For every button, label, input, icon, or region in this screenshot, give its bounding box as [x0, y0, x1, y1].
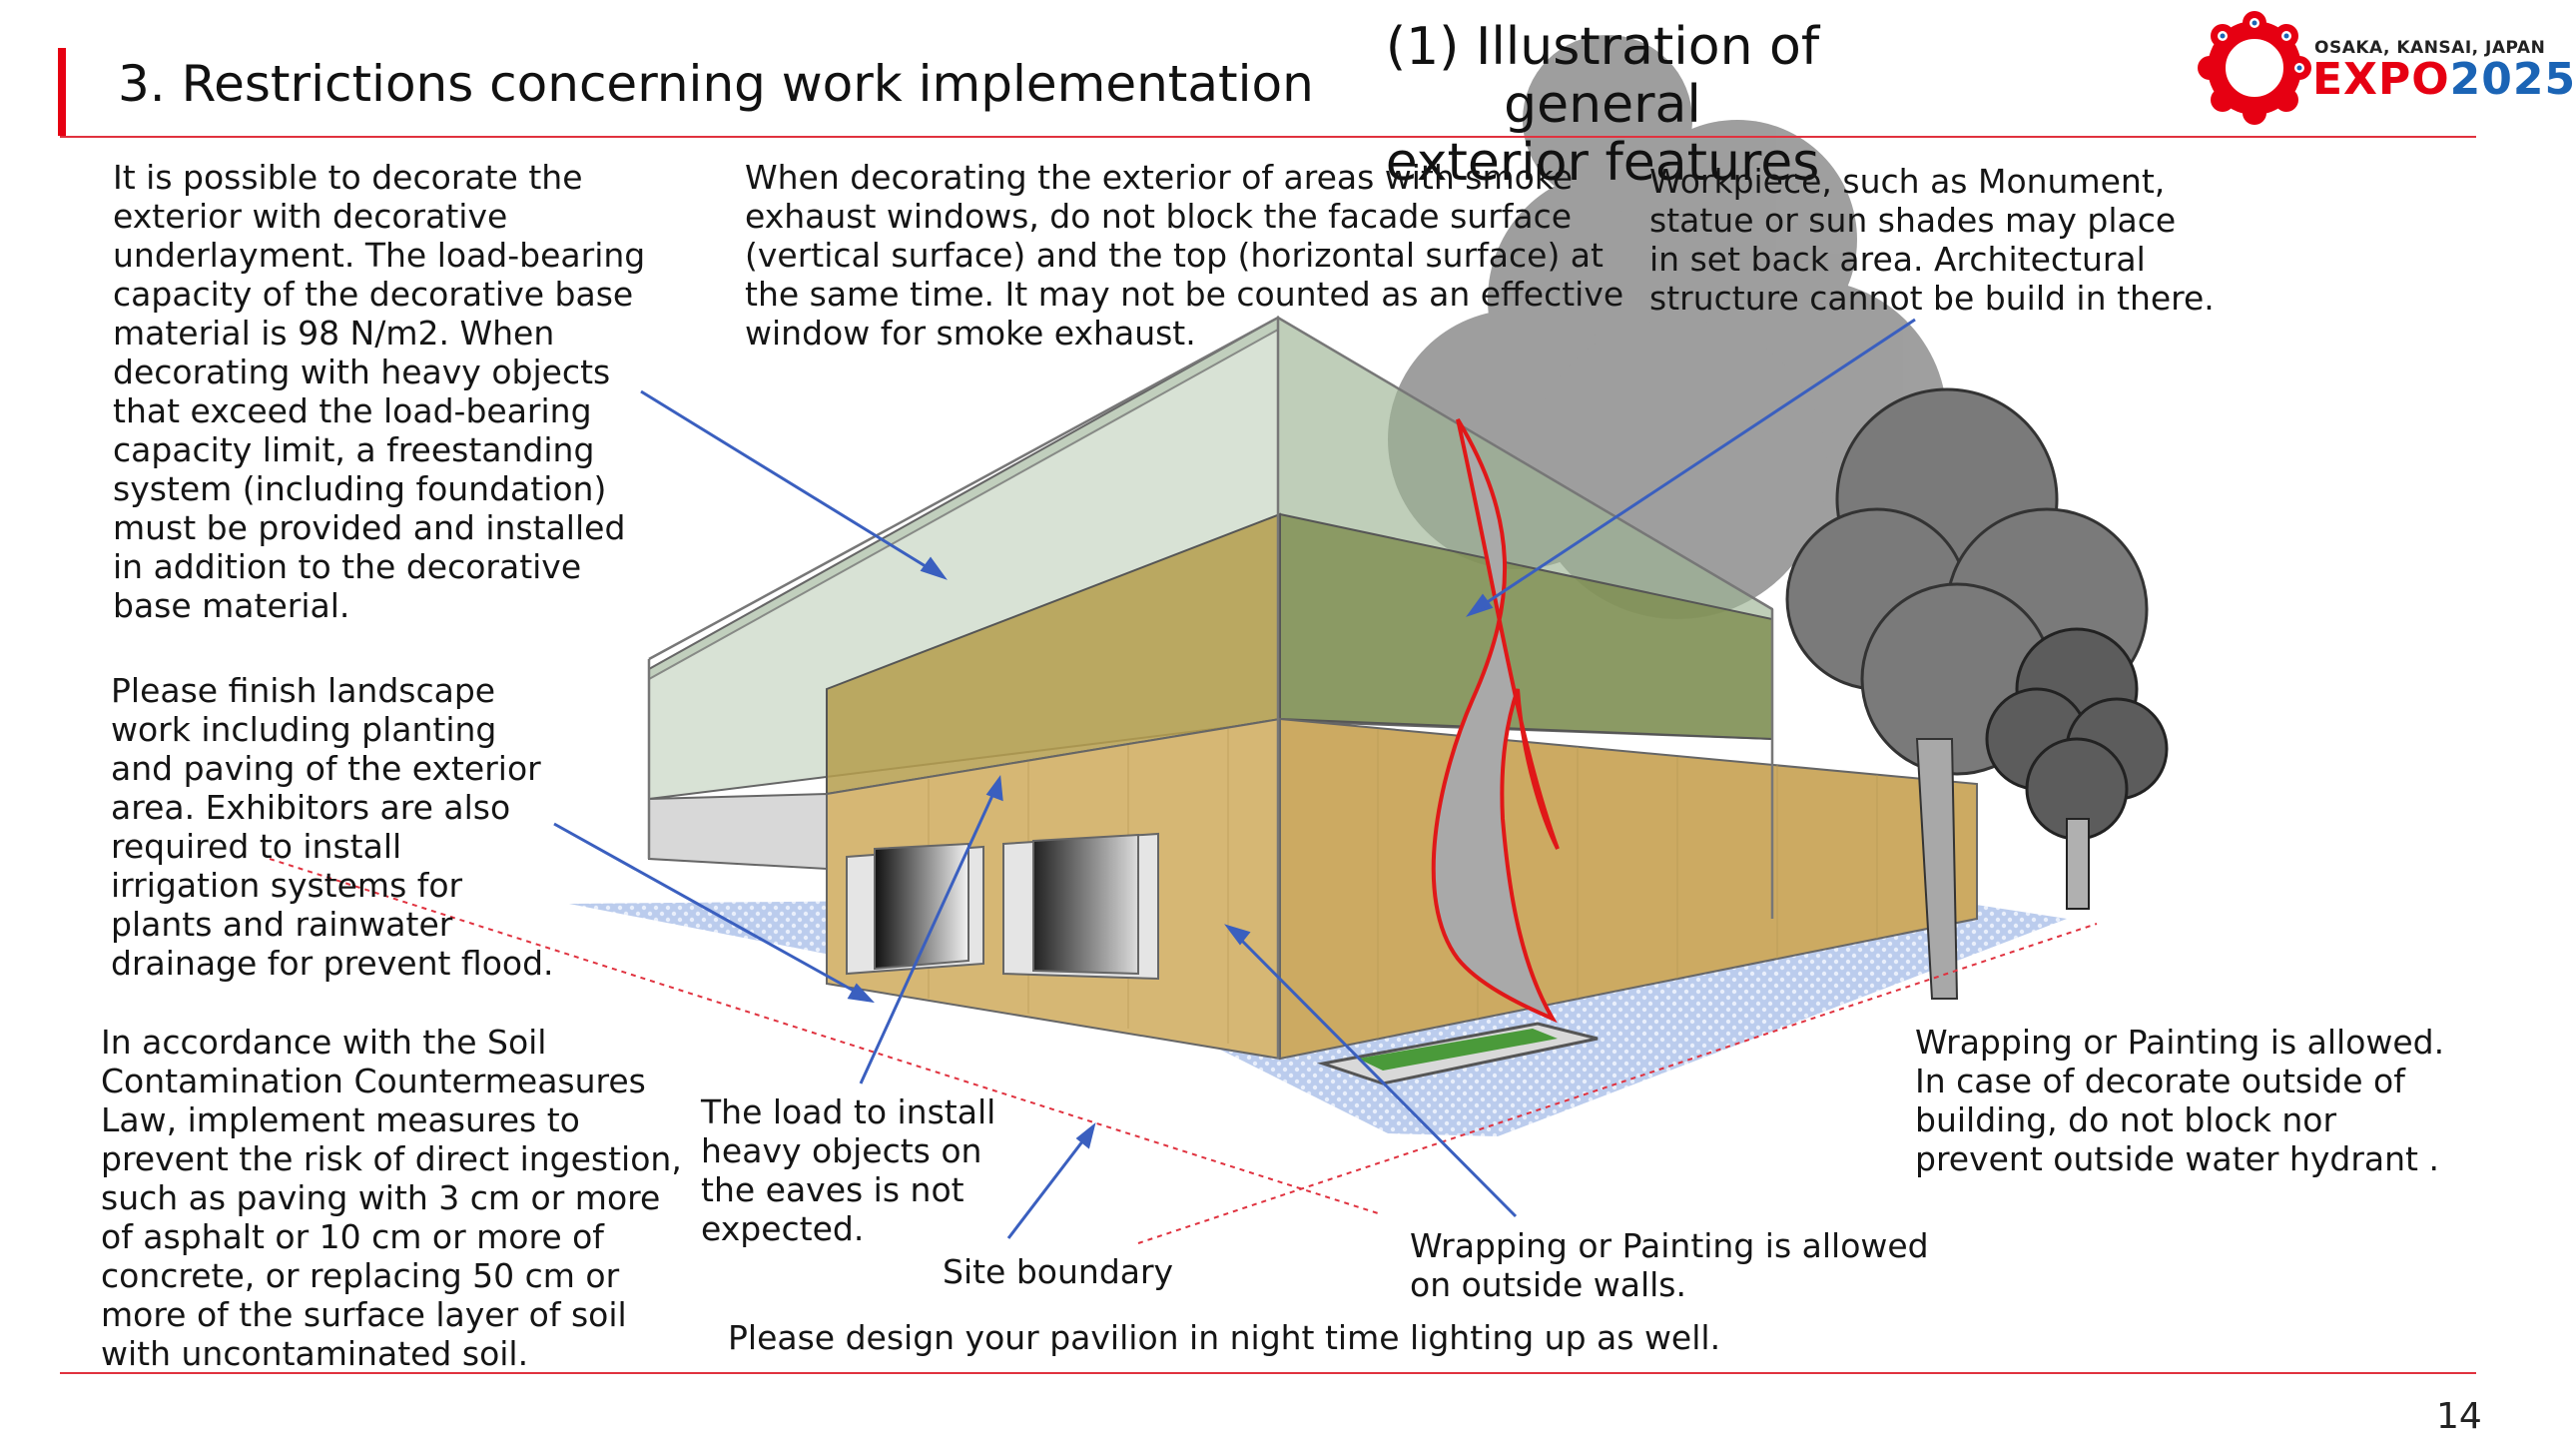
- monument-icon: [1431, 417, 1560, 1024]
- callout-smoke-exhaust: When decorating the exterior of areas wi…: [745, 158, 1624, 353]
- callout-water-hydrant: Wrapping or Painting is allowed. In case…: [1915, 1023, 2445, 1178]
- building-outline: [647, 316, 1774, 1059]
- callout-soil-contamination: In accordance with the Soil Contaminatio…: [101, 1023, 682, 1373]
- bottom-divider: [60, 1372, 2476, 1374]
- logo-word-text: EXPO: [2312, 54, 2450, 105]
- site-boundary-line: [269, 858, 2098, 1244]
- expo-logo-icon: [2198, 11, 2311, 125]
- top-divider: [60, 136, 2476, 138]
- callout-decorative-base: It is possible to decorate the exterior …: [113, 158, 646, 625]
- callout-site-boundary: Site boundary: [943, 1252, 1174, 1291]
- logo-tagline: OSAKA, KANSAI, JAPAN: [2314, 38, 2546, 58]
- title-accent-bar: [58, 48, 66, 136]
- page-title: 3. Restrictions concerning work implemen…: [118, 55, 1314, 113]
- callout-eaves: The load to install heavy objects on the…: [701, 1092, 996, 1248]
- page-number: 14: [2436, 1396, 2482, 1437]
- planter-icon: [1317, 1022, 1599, 1085]
- logo-year-text: 2025: [2449, 54, 2576, 105]
- callout-outside-walls: Wrapping or Painting is allowed on outsi…: [1410, 1226, 1929, 1304]
- callout-night-lighting: Please design your pavilion in night tim…: [728, 1318, 1721, 1357]
- callout-setback-area: Workpiece, such as Monument, statue or s…: [1649, 162, 2215, 318]
- section-subtitle: (1) Illustration of general exterior fea…: [1385, 17, 1820, 193]
- tree-small-icon: [1985, 627, 2169, 910]
- callout-arrows: [553, 318, 1916, 1239]
- logo-wordmark: EXPO2025: [2312, 54, 2576, 105]
- callout-landscape: Please finish landscape work including p…: [111, 671, 554, 983]
- tree-medium-icon: [1785, 387, 2149, 1000]
